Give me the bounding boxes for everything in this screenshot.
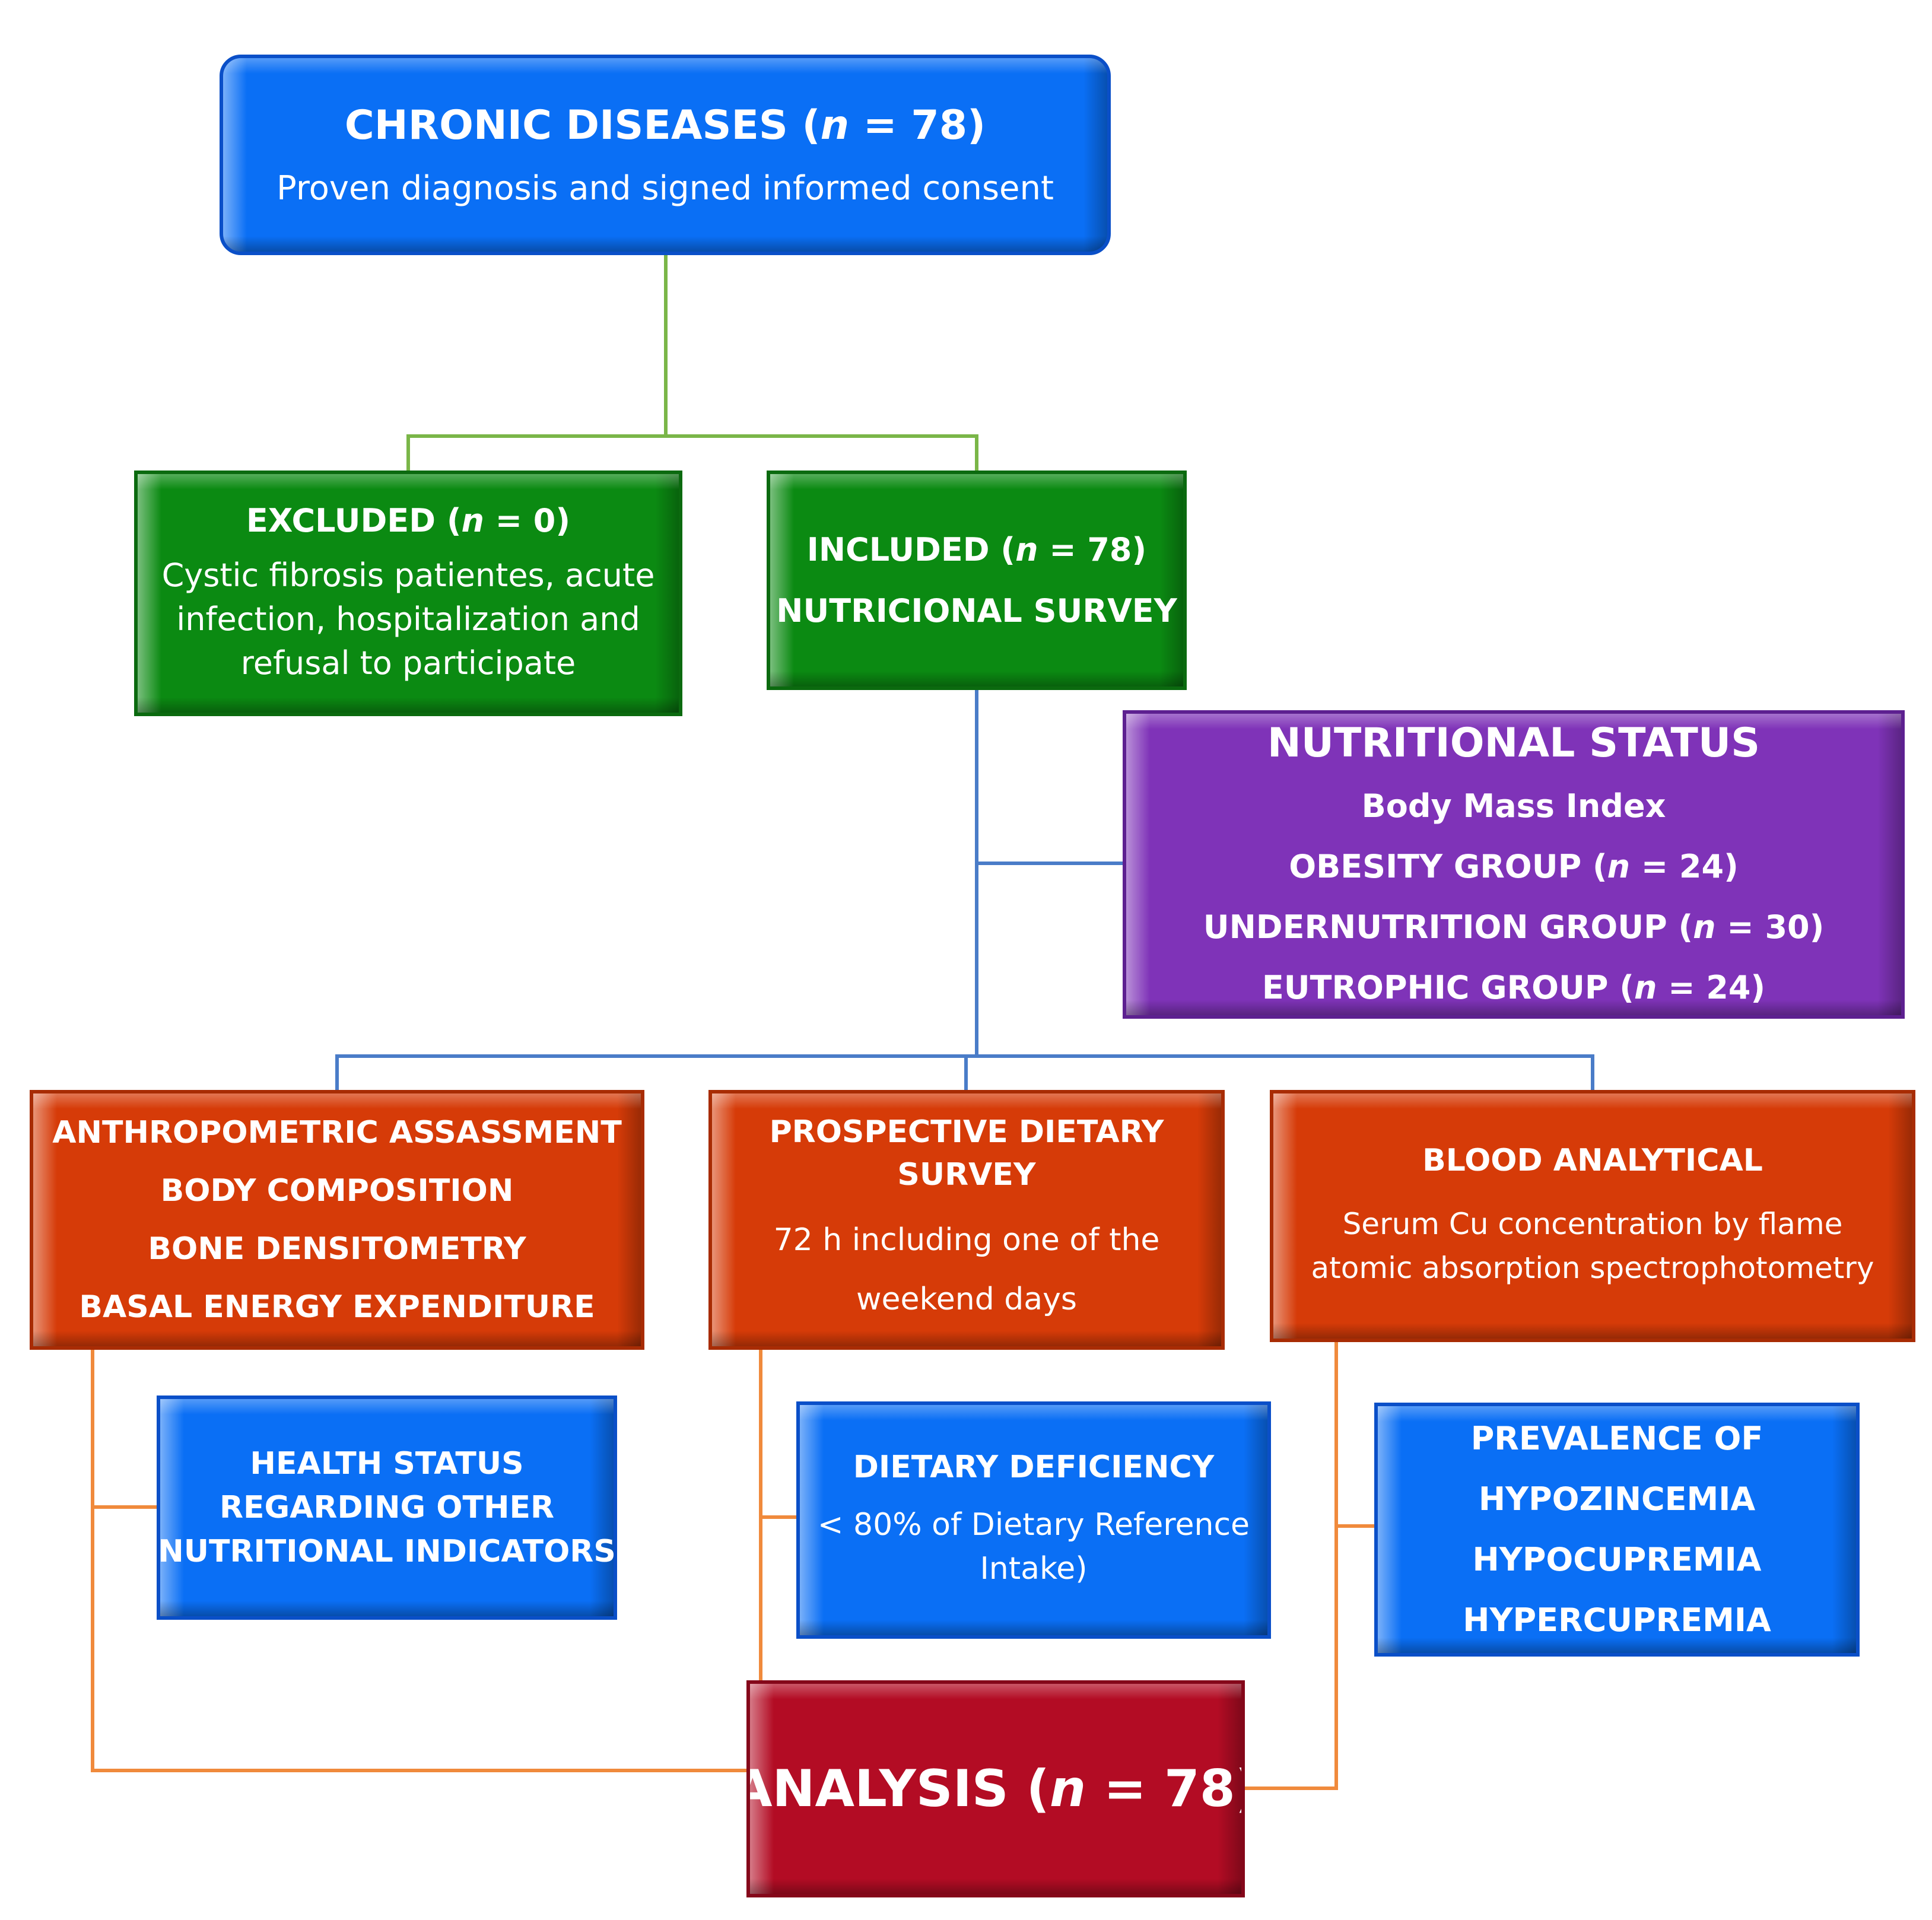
eutrophic-group: EUTROPHIC GROUP (n = 24) [1261, 969, 1766, 1006]
anthro-line-3: BONE DENSITOMETRY [148, 1231, 526, 1267]
dietary-deficiency-box: DIETARY DEFICIENCY < 80% of Dietary Refe… [796, 1401, 1271, 1639]
included-box: INCLUDED (n = 78) NUTRICIONAL SURVEY [767, 471, 1187, 690]
analysis-title: ANALYSIS (n = 78) [746, 1759, 1245, 1819]
health-line-2: REGARDING OTHER [219, 1490, 555, 1525]
dietary-survey-detail-2: weekend days [856, 1282, 1077, 1317]
health-status-box: HEALTH STATUS REGARDING OTHER NUTRITIONA… [157, 1396, 617, 1620]
included-subtitle: NUTRICIONAL SURVEY [776, 592, 1177, 630]
chronic-diseases-title: CHRONIC DISEASES (n = 78) [344, 102, 986, 149]
health-line-3: NUTRITIONAL INDICATORS [158, 1534, 616, 1569]
deficiency-title: DIETARY DEFICIENCY [853, 1449, 1215, 1485]
deficiency-detail-1: < 80% of Dietary Reference [817, 1507, 1250, 1543]
chronic-diseases-box: CHRONIC DISEASES (n = 78) Proven diagnos… [220, 55, 1111, 255]
excluded-line-3: refusal to participate [240, 644, 576, 682]
prevalence-line-4: HYPERCUPREMIA [1463, 1601, 1771, 1639]
connector-to-anthro [335, 1054, 977, 1090]
prevalence-line-1: PREVALENCE OF [1470, 1420, 1763, 1457]
blood-detail-1: Serum Cu concentration by flame [1342, 1206, 1843, 1241]
obesity-group: OBESITY GROUP (n = 24) [1289, 848, 1739, 885]
undernutrition-group: UNDERNUTRITION GROUP (n = 30) [1203, 908, 1825, 946]
prevalence-box: PREVALENCE OF HYPOZINCEMIA HYPOCUPREMIA … [1374, 1403, 1860, 1657]
anthro-line-1: ANTHROPOMETRIC ASSASSMENT [52, 1115, 622, 1150]
dietary-survey-title-2: SURVEY [897, 1157, 1036, 1193]
blood-title: BLOOD ANALYTICAL [1422, 1142, 1763, 1178]
connector-anthro-analysis [91, 1350, 746, 1772]
connector-blood-analysis [1245, 1342, 1338, 1790]
included-title: INCLUDED (n = 78) [806, 531, 1147, 568]
blood-detail-2: atomic absorption spectrophotometry [1311, 1250, 1874, 1285]
nutritional-status-box: NUTRITIONAL STATUS Body Mass Index OBESI… [1123, 710, 1905, 1019]
excluded-line-1: Cystic fibrosis patientes, acute [161, 556, 655, 594]
bmi-label: Body Mass Index [1361, 787, 1666, 825]
dietary-survey-title-1: PROSPECTIVE DIETARY [769, 1114, 1164, 1150]
anthro-line-4: BASAL ENERGY EXPENDITURE [79, 1289, 595, 1325]
connector-to-included [666, 434, 978, 471]
chronic-diseases-subtitle: Proven diagnosis and signed informed con… [277, 169, 1054, 208]
connector-to-excluded [406, 434, 666, 471]
deficiency-detail-2: Intake) [980, 1551, 1088, 1587]
dietary-survey-detail-1: 72 h including one of the [773, 1222, 1160, 1258]
anthro-line-2: BODY COMPOSITION [160, 1173, 514, 1209]
excluded-title: EXCLUDED (n = 0) [246, 501, 571, 539]
dietary-survey-box: PROSPECTIVE DIETARY SURVEY 72 h includin… [708, 1090, 1225, 1350]
prevalence-line-2: HYPOZINCEMIA [1478, 1480, 1756, 1518]
blood-analytical-box: BLOOD ANALYTICAL Serum Cu concentration … [1270, 1090, 1915, 1342]
analysis-box: ANALYSIS (n = 78) [746, 1680, 1245, 1897]
connector-to-blood [977, 1054, 1594, 1090]
excluded-box: EXCLUDED (n = 0) Cystic fibrosis patient… [134, 471, 682, 716]
excluded-line-2: infection, hospitalization and [176, 600, 640, 638]
health-line-1: HEALTH STATUS [250, 1446, 524, 1482]
nutritional-status-title: NUTRITIONAL STATUS [1267, 720, 1761, 767]
anthropometric-box: ANTHROPOMETRIC ASSASSMENT BODY COMPOSITI… [30, 1090, 644, 1350]
prevalence-line-3: HYPOCUPREMIA [1472, 1541, 1762, 1578]
